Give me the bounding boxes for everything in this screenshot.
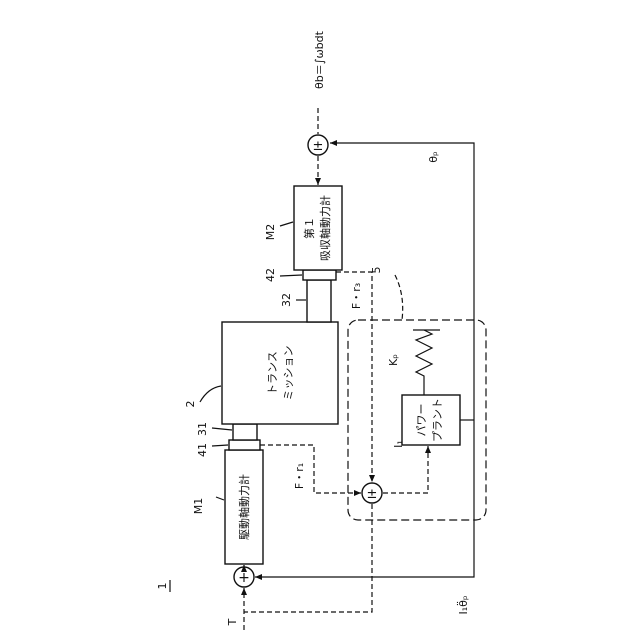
- spring-label: Kₚ: [387, 354, 400, 366]
- output-shaft-ref: 32: [280, 293, 293, 307]
- power-plant-line1: パワー: [415, 404, 428, 437]
- leader-41: [212, 445, 228, 446]
- transmission-ref: 2: [184, 401, 197, 408]
- transmission-label-line1: トランス: [266, 351, 279, 395]
- absorption-dynamometer-ref: M2: [264, 224, 277, 241]
- spring-kp: [416, 330, 432, 386]
- force-r3-label: F・r₃: [350, 283, 363, 309]
- power-plant-line2: プラント: [431, 398, 444, 442]
- output-torque-sensor: [303, 270, 336, 280]
- theta-b-label: θb＝∫ωbdt: [313, 30, 326, 89]
- absorption-dynamometer-line2: 吸収軸動力計: [318, 195, 332, 261]
- force-r1-label: F・r₁: [293, 463, 306, 489]
- absorption-dynamometer-box: [294, 186, 342, 270]
- input-shaft: [233, 424, 257, 440]
- drive-dynamometer-label: 駆動軸動力計: [237, 474, 251, 540]
- input-shaft-ref: 31: [196, 422, 209, 436]
- leader-5: [395, 275, 403, 320]
- theta-p-label: θₚ: [427, 151, 440, 163]
- input-torque-sensor: [229, 440, 260, 450]
- transmission-label-line2: ミッション: [282, 346, 295, 401]
- junction-to-plant: [383, 446, 428, 493]
- leader-m2: [280, 222, 293, 226]
- lower-summing-sign: ±: [367, 487, 378, 502]
- theta-p-feedback-line: [330, 143, 474, 420]
- input-sensor-ref: 41: [196, 443, 209, 457]
- leader-42: [280, 275, 302, 276]
- torque-input-label: T: [226, 618, 239, 626]
- bottom-adder-sign: +: [238, 570, 250, 586]
- system-ref: 1: [156, 583, 169, 590]
- transmission-box: [222, 322, 338, 424]
- leader-m1: [216, 497, 224, 500]
- absorption-dynamometer-line1: 第１: [302, 217, 316, 239]
- top-summing-sign: ±: [313, 139, 324, 154]
- inertia-accel-label: I₁θ̈ₚ: [457, 595, 470, 614]
- force-r1-signal: [260, 445, 361, 493]
- output-shaft: [307, 280, 331, 322]
- power-plant-ref: I₁: [392, 440, 405, 448]
- leader-2: [200, 386, 221, 402]
- drive-dynamometer-ref: M1: [192, 498, 205, 515]
- leader-31: [212, 428, 232, 430]
- output-sensor-ref: 42: [264, 268, 277, 282]
